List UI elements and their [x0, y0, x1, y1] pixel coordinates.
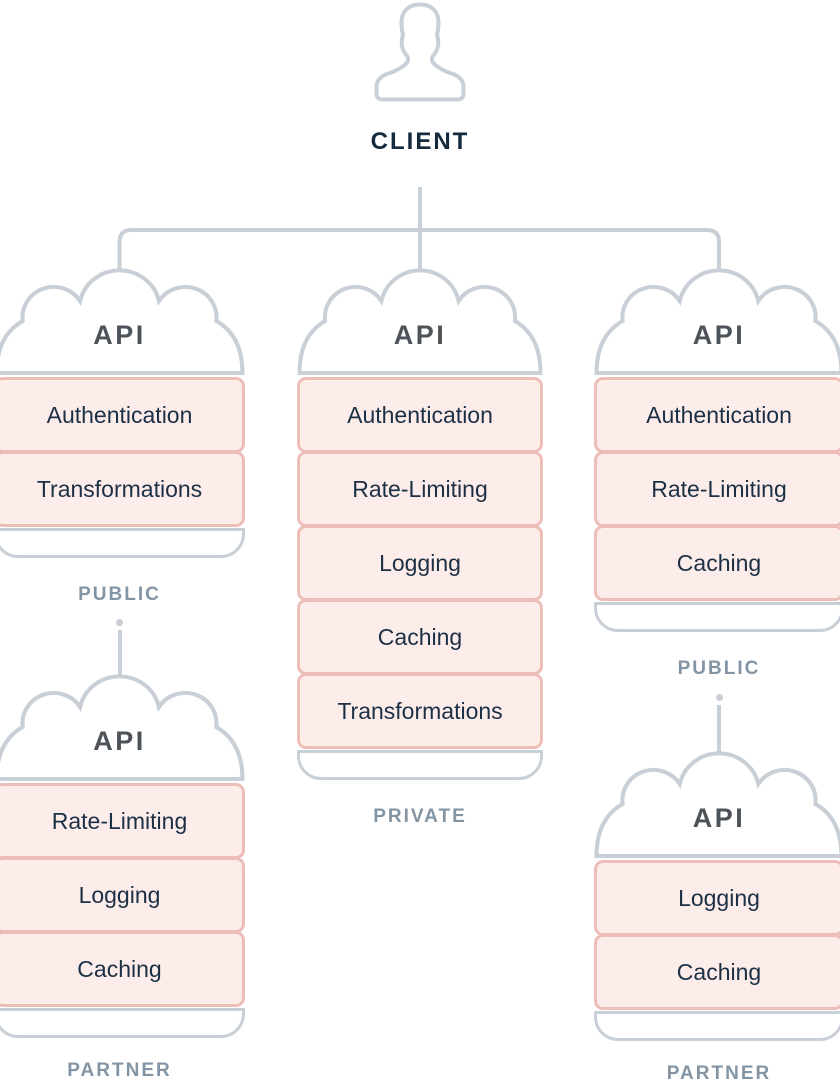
- zone-label: PARTNER: [67, 1060, 172, 1081]
- cloud-icon: [0, 674, 245, 781]
- cloud-icon: [594, 268, 840, 375]
- user-silhouette-icon: [374, 2, 466, 102]
- api-group-bottom-right: API Logging Caching PARTNER: [594, 751, 840, 1081]
- layer-box: Logging: [594, 860, 840, 936]
- layer-box: Caching: [0, 931, 245, 1007]
- stack-tray: [0, 528, 245, 558]
- api-label: API: [393, 320, 447, 350]
- api-cloud: API: [594, 751, 840, 858]
- api-cloud: API: [0, 674, 245, 781]
- layer-box: Authentication: [0, 377, 245, 453]
- api-cloud: API: [0, 268, 245, 375]
- layer-box: Logging: [297, 525, 543, 601]
- api-cloud: API: [594, 268, 840, 375]
- connector-stub-line: [117, 630, 122, 677]
- layer-box: Caching: [594, 525, 840, 601]
- api-label: API: [692, 803, 746, 833]
- layer-box: Transformations: [297, 673, 543, 749]
- api-group-top-right: API Authentication Rate-Limiting Caching…: [594, 268, 840, 680]
- stack-tray: [0, 1008, 245, 1038]
- layer-box: Authentication: [297, 377, 543, 453]
- api-label: API: [692, 320, 746, 350]
- stack-tray: [297, 750, 543, 780]
- api-cloud: API: [297, 268, 543, 375]
- layer-box: Rate-Limiting: [594, 451, 840, 527]
- zone-label: PUBLIC: [78, 584, 161, 605]
- layer-box: Authentication: [594, 377, 840, 453]
- zone-label: PUBLIC: [677, 658, 761, 679]
- connector-tree: [117, 187, 721, 269]
- api-label: API: [93, 320, 146, 350]
- stack-tray: [594, 602, 840, 632]
- layer-box: Logging: [0, 857, 245, 933]
- api-group-top-center: API Authentication Rate-Limiting Logging…: [297, 268, 543, 828]
- cloud-icon: [0, 268, 245, 375]
- cloud-icon: [297, 268, 543, 375]
- connector-dot: [116, 619, 123, 626]
- stack-tray: [594, 1011, 840, 1041]
- layer-box: Transformations: [0, 451, 245, 527]
- cloud-icon: [594, 751, 840, 858]
- layer-box: Rate-Limiting: [0, 783, 245, 859]
- client-label: CLIENT: [370, 128, 470, 155]
- zone-label: PARTNER: [666, 1063, 772, 1081]
- layer-box: Caching: [594, 934, 840, 1010]
- layer-box: Caching: [297, 599, 543, 675]
- api-group-top-left: API Authentication Transformations PUBLI…: [0, 268, 245, 606]
- connector-stub-line: [717, 705, 721, 754]
- api-label: API: [93, 726, 146, 756]
- layer-box: Rate-Limiting: [297, 451, 543, 527]
- connector-dot: [715, 694, 723, 701]
- api-group-bottom-left: API Rate-Limiting Logging Caching PARTNE…: [0, 674, 245, 1081]
- zone-label: PRIVATE: [373, 806, 467, 827]
